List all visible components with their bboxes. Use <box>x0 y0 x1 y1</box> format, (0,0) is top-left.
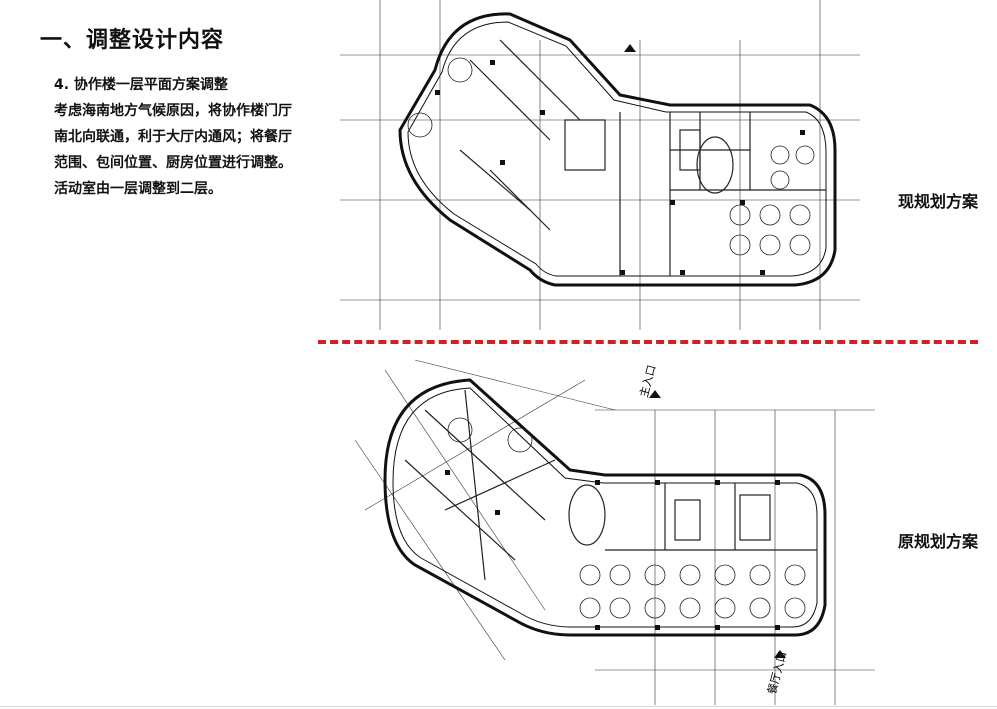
dining-entrance-label: 餐厅入口 <box>764 650 789 696</box>
subheading: 4. 协作楼一层平面方案调整 <box>54 77 228 93</box>
page-title: 一、调整设计内容 <box>40 28 225 53</box>
section-divider <box>318 340 978 344</box>
current-floor-plan <box>340 0 860 330</box>
bottom-border <box>0 706 997 707</box>
original-plan-label: 原规划方案 <box>898 532 979 551</box>
original-floor-plan: 主入口 餐厅入口 <box>355 359 875 705</box>
description-paragraph: 考虑海南地方气候原因，将协作楼门厅南北向联通，利于大厅内通风；将餐厅范围、包间位… <box>54 103 292 197</box>
current-plan-label: 现规划方案 <box>898 192 979 211</box>
description-block: 4. 协作楼一层平面方案调整 考虑海南地方气候原因，将协作楼门厅南北向联通，利于… <box>54 72 294 202</box>
